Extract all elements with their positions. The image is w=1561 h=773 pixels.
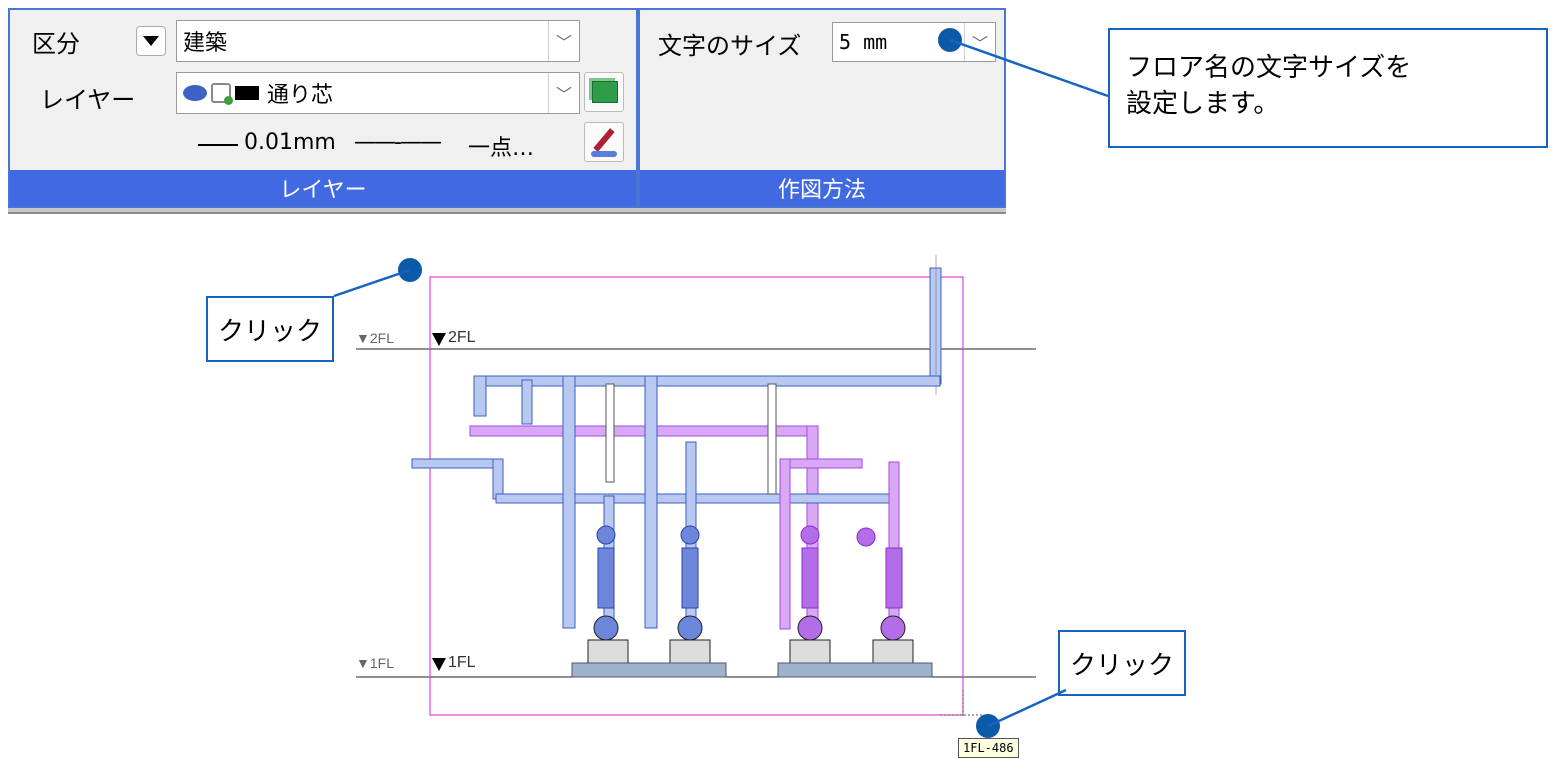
- coordinate-tooltip: 1FL-486: [958, 738, 1019, 758]
- chevron-down-icon[interactable]: ﹀: [548, 73, 579, 113]
- pump-4: [872, 615, 914, 665]
- riser-2: [644, 375, 658, 629]
- floor-2-marker: [432, 333, 446, 346]
- eye-icon: [183, 85, 207, 101]
- text-size-callout: フロア名の文字サイズを 設定します。: [1108, 28, 1548, 148]
- line-width-sample: [198, 144, 238, 146]
- valve-2: [680, 525, 700, 609]
- line-width-label: 0.01mm: [244, 130, 336, 155]
- valve-3: [800, 525, 820, 609]
- layer-label: レイヤー: [40, 86, 136, 114]
- riser-pipe-right: [929, 267, 942, 385]
- floor-1-marker: [432, 658, 446, 671]
- floor-1-label: 1FL: [448, 654, 476, 671]
- purple-upper-pipe: [785, 458, 863, 469]
- valve-4: [856, 527, 903, 609]
- drawing-method-footer: 作図方法: [640, 170, 1004, 206]
- text-size-leader: [949, 38, 1109, 98]
- layer-select-value: 通り芯: [267, 83, 334, 108]
- layer-select[interactable]: 通り芯 ﹀: [176, 72, 580, 114]
- pump-base-left: [571, 662, 727, 678]
- left-branch-pipe: [411, 458, 503, 469]
- ribbon-bottom-border: [8, 208, 1006, 214]
- layer-manager-button[interactable]: [584, 72, 624, 112]
- main-header-pipe: [477, 375, 941, 387]
- triangle-down-icon: [143, 36, 159, 46]
- pump-base-right: [777, 662, 933, 678]
- click-callout-top: クリック: [206, 296, 334, 362]
- hanger-1: [605, 383, 615, 483]
- text-size-select[interactable]: 5 mm ﹀: [832, 22, 996, 62]
- eyedropper-button[interactable]: [584, 122, 624, 162]
- lock-icon: [211, 83, 233, 105]
- category-select[interactable]: 建築 ﹀: [176, 20, 580, 62]
- hanger-2: [767, 383, 777, 495]
- purple-header-pipe: [469, 425, 817, 437]
- click-callout-top-label: クリック: [217, 316, 322, 347]
- category-select-value: 建築: [183, 31, 228, 56]
- text-size-label: 文字のサイズ: [658, 32, 802, 60]
- category-dropdown-button[interactable]: [136, 26, 166, 56]
- ribbon-bottom-border-dark: [8, 212, 1006, 214]
- riser-1: [562, 375, 576, 629]
- layer-panel: 区分 建築 ﹀ レイヤー 通り芯 ﹀ 0.01mm ——-—— 一点… レイヤー: [8, 8, 638, 208]
- click-callout-bottom: クリック: [1058, 630, 1186, 696]
- valve-1: [596, 525, 616, 609]
- selection-frame: [429, 276, 964, 716]
- text-size-callout-line2: 設定します。: [1126, 89, 1280, 119]
- line-type-label: 一点…: [468, 136, 535, 161]
- floor-2-label-gray: ▼2FL: [356, 330, 394, 346]
- text-size-value: 5 mm: [839, 30, 888, 54]
- color-swatch: [235, 86, 259, 100]
- layer-panel-footer: レイヤー: [10, 170, 636, 206]
- click-leader-bottom: [987, 688, 1067, 728]
- pump-3: [789, 615, 831, 665]
- pump-2: [669, 615, 711, 665]
- category-label: 区分: [32, 30, 80, 58]
- line-type-sample: ——-——: [354, 130, 442, 155]
- layers-icon: [592, 81, 618, 103]
- chevron-down-icon[interactable]: ﹀: [548, 21, 579, 61]
- click-callout-bottom-label: クリック: [1069, 650, 1174, 681]
- riser-5: [779, 458, 791, 630]
- pump-1: [587, 615, 629, 665]
- floor-1-label-gray: ▼1FL: [356, 655, 394, 671]
- floor-2-label: 2FL: [448, 329, 476, 346]
- click-leader-top: [333, 268, 411, 298]
- text-size-callout-line1: フロア名の文字サイズを: [1126, 53, 1412, 83]
